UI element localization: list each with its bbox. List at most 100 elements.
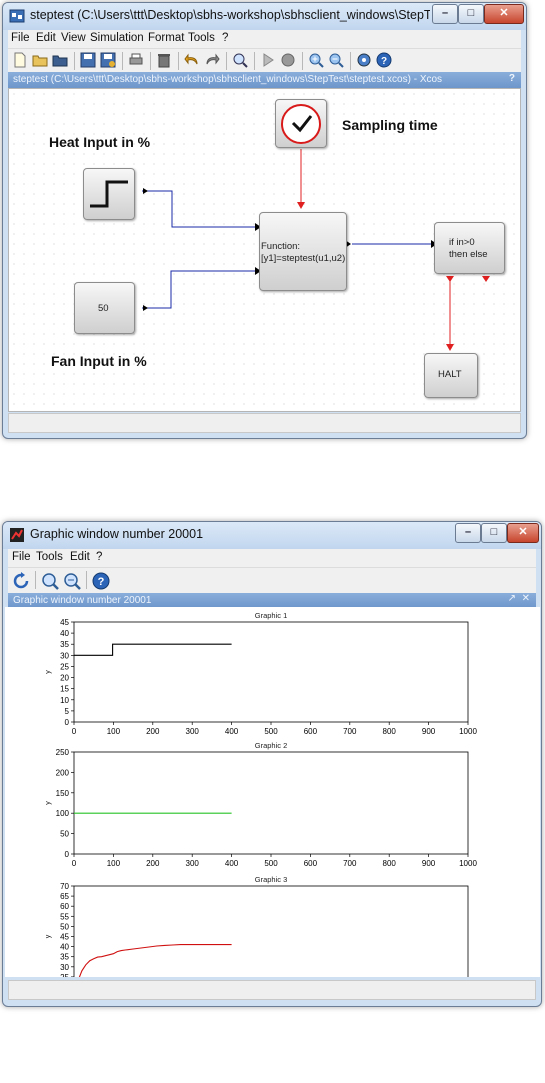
step-function-icon bbox=[90, 180, 128, 208]
x-tick-label: 600 bbox=[304, 859, 318, 868]
chart-title: Graphic 2 bbox=[255, 741, 288, 750]
y-tick-label: 40 bbox=[60, 943, 69, 952]
setup-gear-icon[interactable] bbox=[356, 52, 372, 68]
menu-file[interactable]: File bbox=[12, 551, 31, 563]
start-simulation-icon[interactable] bbox=[260, 52, 276, 68]
plot-frame bbox=[73, 885, 469, 988]
close-button[interactable]: ✕ bbox=[484, 4, 524, 24]
y-tick-label: 50 bbox=[60, 830, 69, 839]
y-tick-label: 45 bbox=[60, 933, 69, 942]
undock-button[interactable]: ↗ bbox=[507, 593, 516, 604]
function-block-line1: Function: bbox=[261, 241, 301, 252]
halt-label: HALT bbox=[438, 369, 462, 380]
save-as-icon[interactable] bbox=[100, 52, 116, 68]
y-tick-label: 35 bbox=[60, 953, 69, 962]
zoom-in-icon[interactable] bbox=[41, 572, 59, 590]
halt-block[interactable]: HALT bbox=[424, 353, 478, 398]
zoom-in-icon[interactable] bbox=[308, 52, 324, 68]
xcos-toolbar: ? bbox=[8, 48, 521, 73]
constant-block[interactable]: 50 bbox=[74, 282, 135, 334]
link-constant-to-function bbox=[142, 270, 255, 309]
clock-block[interactable] bbox=[275, 99, 327, 148]
minimize-button[interactable]: – bbox=[432, 4, 458, 24]
y-tick-label: 0 bbox=[65, 850, 70, 859]
x-tick-label: 400 bbox=[225, 727, 239, 736]
menu-file[interactable]: File bbox=[11, 32, 30, 44]
toolbar-separator bbox=[226, 52, 227, 70]
xcos-window-title: steptest (C:\Users\ttt\Desktop\sbhs-work… bbox=[30, 8, 430, 22]
step-block[interactable] bbox=[83, 168, 135, 220]
help-icon[interactable]: ? bbox=[92, 572, 110, 590]
chart-title: Graphic 1 bbox=[255, 611, 288, 620]
svg-text:?: ? bbox=[98, 576, 105, 588]
xcos-titlebar[interactable]: steptest (C:\Users\ttt\Desktop\sbhs-work… bbox=[3, 3, 526, 30]
menu-edit[interactable]: Edit bbox=[36, 32, 56, 44]
dock-close-button[interactable]: ✕ bbox=[521, 593, 530, 604]
save-icon[interactable] bbox=[80, 52, 96, 68]
ifthenelse-block[interactable]: if in>0 then else bbox=[434, 222, 505, 274]
ifthen-line2: then else bbox=[449, 249, 488, 260]
x-tick-label: 500 bbox=[264, 727, 278, 736]
toolbar-separator bbox=[178, 52, 179, 70]
menu-tools[interactable]: Tools bbox=[188, 32, 215, 44]
xcos-diagram-canvas[interactable]: Sampling time Heat Input in % Function: … bbox=[8, 88, 521, 412]
x-tick-label: 0 bbox=[72, 859, 77, 868]
dock-help-button[interactable]: ? bbox=[508, 73, 515, 84]
x-tick-label: 100 bbox=[107, 727, 121, 736]
y-tick-label: 55 bbox=[60, 912, 69, 921]
link-step-to-function bbox=[142, 190, 255, 228]
minimize-button[interactable]: – bbox=[455, 523, 481, 543]
zoom-out-icon[interactable] bbox=[63, 572, 81, 590]
graphic-dock-titlebar: Graphic window number 20001 ↗ ✕ bbox=[8, 593, 536, 608]
x-tick-label: 900 bbox=[422, 727, 436, 736]
x-tick-label: 1000 bbox=[459, 859, 477, 868]
menu-help[interactable]: ? bbox=[222, 32, 229, 44]
redo-icon[interactable] bbox=[204, 52, 220, 68]
constant-value: 50 bbox=[98, 303, 109, 314]
zoom-out-icon[interactable] bbox=[328, 52, 344, 68]
menu-edit[interactable]: Edit bbox=[70, 551, 90, 563]
xcos-dock-title: steptest (C:\Users\ttt\Desktop\sbhs-work… bbox=[13, 74, 443, 85]
fit-diagram-icon[interactable] bbox=[232, 52, 248, 68]
menu-help[interactable]: ? bbox=[96, 551, 103, 563]
stop-simulation-icon[interactable] bbox=[280, 52, 296, 68]
menu-simulation[interactable]: Simulation bbox=[90, 32, 144, 44]
y-tick-label: 200 bbox=[56, 768, 70, 777]
x-tick-label: 500 bbox=[264, 859, 278, 868]
maximize-button[interactable]: □ bbox=[458, 4, 484, 24]
menu-tools[interactable]: Tools bbox=[36, 551, 63, 563]
x-tick-label: 700 bbox=[343, 859, 357, 868]
heat-input-label: Heat Input in % bbox=[49, 134, 151, 150]
graphic-window-title: Graphic window number 20001 bbox=[30, 527, 204, 541]
close-button[interactable]: ✕ bbox=[507, 523, 539, 543]
ifthen-line1: if in>0 bbox=[449, 237, 475, 248]
undo-icon[interactable] bbox=[184, 52, 200, 68]
xcos-statusbar bbox=[8, 413, 521, 433]
toolbar-separator bbox=[35, 571, 36, 589]
open-file-icon[interactable] bbox=[52, 52, 68, 68]
y-tick-label: 5 bbox=[65, 707, 70, 716]
delete-icon[interactable] bbox=[156, 52, 172, 68]
graphic-titlebar[interactable]: Graphic window number 20001 – □ ✕ bbox=[3, 522, 541, 549]
function-block[interactable]: Function: [y1]=steptest(u1,u2) bbox=[259, 212, 347, 291]
print-icon[interactable] bbox=[128, 52, 144, 68]
y-axis-label: y bbox=[45, 670, 52, 674]
new-diagram-icon[interactable] bbox=[12, 52, 28, 68]
open-folder-icon[interactable] bbox=[32, 52, 48, 68]
y-tick-label: 10 bbox=[60, 696, 69, 705]
x-tick-label: 300 bbox=[186, 859, 200, 868]
y-tick-label: 35 bbox=[60, 640, 69, 649]
series-line bbox=[74, 643, 232, 656]
menu-view[interactable]: View bbox=[61, 32, 86, 44]
menu-format[interactable]: Format bbox=[148, 32, 185, 44]
y-tick-label: 20 bbox=[60, 674, 69, 683]
plot-frame bbox=[73, 621, 469, 723]
x-tick-label: 200 bbox=[146, 727, 160, 736]
rotate-icon[interactable] bbox=[12, 572, 30, 590]
function-block-line2: [y1]=steptest(u1,u2) bbox=[261, 253, 346, 264]
help-icon[interactable]: ? bbox=[376, 52, 392, 68]
plot-frame bbox=[73, 751, 469, 855]
maximize-button[interactable]: □ bbox=[481, 523, 507, 543]
xcos-window: steptest (C:\Users\ttt\Desktop\sbhs-work… bbox=[2, 2, 527, 439]
